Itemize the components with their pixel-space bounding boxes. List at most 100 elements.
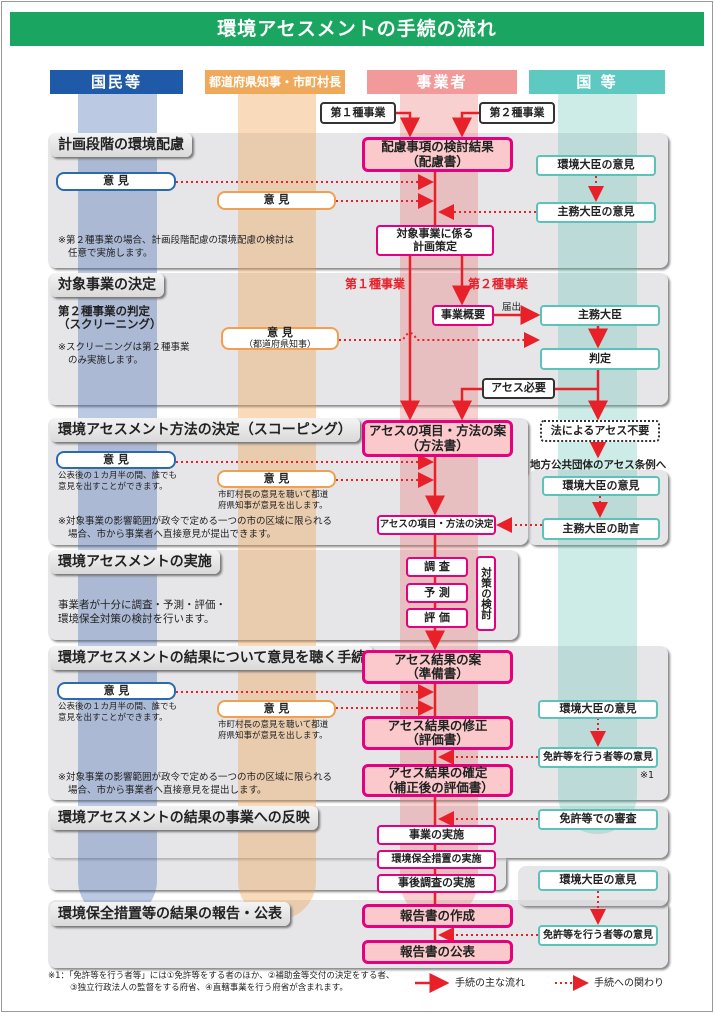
licensor-opinion-box: 免許等を行う者等の意見: [538, 747, 658, 768]
column-business: 事業者: [367, 70, 517, 94]
note-line: 場合、市から事業者へ直接意見が提出できます。: [68, 528, 277, 540]
note-line: （スクリーニング）: [58, 316, 162, 331]
judgement-box: 判定: [540, 348, 660, 370]
screening-note: ※スクリーニングは第２種事業のみ実施します。: [58, 342, 189, 368]
section-panel-5: [48, 646, 668, 800]
footnote: ※1：「免許等を行う者等」には①免許等をする者のほか、②補助金等交付の決定をする…: [48, 971, 394, 995]
box-sublabel: （方法書）: [406, 437, 469, 453]
box-label: アセス結果の確定: [387, 765, 488, 781]
note-line: 意見を出すことができます。: [58, 713, 168, 724]
note-line: 場合、市から事業者へ直接意見を提出します。: [68, 784, 267, 796]
assessment-required-box: アセス必要: [482, 378, 555, 399]
prefecture-note: 市町村長の意見を聴いて都道府県知事が意見を出します。: [218, 720, 328, 743]
consideration-document-box: 配慮事項の検討結果（配慮書）: [362, 137, 513, 172]
note-line: 公表後の１カ月半の間、誰でも: [58, 471, 178, 481]
section-header-1: 計画段階の環境配慮: [50, 133, 192, 157]
legend-related: 手続への関わり: [594, 978, 664, 989]
box-label: アセス結果の修正: [387, 717, 488, 733]
section-header-5: 環境アセスメントの結果について意見を聴く手続: [50, 646, 374, 670]
type1-project-box: 第１種事業: [320, 102, 396, 124]
arrow-type1: [396, 111, 420, 138]
box-label: 意 見: [267, 326, 293, 340]
note-line: ※1：「免許等を行う者等」には①免許等をする者のほか、②補助金等交付の決定をする…: [48, 971, 395, 981]
section-header-2: 対象事業の決定: [50, 273, 164, 297]
report-publication-box: 報告書の公表: [362, 940, 513, 964]
section5-note: ※対象事業の影響範囲が政令で定める一つの市の区域に限られる場合、市から事業者へ直…: [58, 772, 332, 798]
followup-survey-box: 事後調査の実施: [377, 874, 496, 893]
governor-opinion-box: 意 見（都道府県知事）: [221, 326, 339, 350]
box-sublabel: （配慮書）: [406, 153, 469, 169]
amended-eis-box: アセス結果の確定（補正後の評価書）: [362, 764, 513, 797]
note-line: ※第２種事業の場合、計画段階配慮の環境配慮の検討は: [58, 235, 294, 246]
draft-eis-box: アセス結果の案（準備書）: [362, 650, 513, 684]
env-minister-opinion-box: 環境大臣の意見: [542, 476, 660, 496]
env-minister-opinion-box: 環境大臣の意見: [538, 700, 658, 719]
prefecture-opinion-box: 意 見: [217, 700, 336, 718]
box-label: 配慮事項の検討結果: [381, 139, 494, 155]
license-review-box: 免許等での審査: [538, 809, 658, 830]
local-ordinance-label: 地方公共団体のアセス条例へ: [530, 459, 667, 471]
column-national: 国 等: [529, 70, 665, 94]
public-note: 公表後の１カ月半の間、誰でも意見を出すことができます。: [58, 471, 177, 494]
section-header-4: 環境アセスメントの実施: [50, 550, 220, 574]
plan-formulation-box: 対象事業に係る計画策定: [376, 225, 494, 256]
section1-note: ※第２種事業の場合、計画段階配慮の環境配慮の検討は任意で実施します。: [58, 235, 294, 261]
type2-project-box: 第２種事業: [479, 102, 555, 124]
conservation-measures-box: 環境保全措置の実施: [377, 850, 496, 869]
note-line: 事業者が十分に調査・予測・評価・: [58, 599, 226, 611]
note-line: 府県知事が意見を出します。: [218, 501, 328, 512]
public-opinion-box: 意 見: [57, 682, 176, 700]
env-minister-opinion-box: 環境大臣の意見: [538, 870, 658, 891]
legend-main-flow: 手続の主な流れ: [455, 978, 525, 989]
box-sublabel: （都道府県知事）: [243, 339, 316, 350]
note-line: 第２種事業の判定: [58, 304, 150, 318]
measures-box: 対策の検討: [476, 556, 496, 631]
note-line: 意見を出すことができます。: [58, 482, 168, 493]
competent-minister-opinion-box: 主務大臣の意見: [536, 202, 656, 223]
box-sublabel: （補正後の評価書）: [381, 779, 494, 795]
env-minister-opinion-box: 環境大臣の意見: [536, 155, 656, 176]
column-citizens: 国民等: [50, 70, 183, 94]
note-line: ※対象事業の影響範囲が政令で定める一つの市の区域に限られる: [58, 516, 332, 527]
type1-label: 第１種事業: [345, 277, 406, 291]
assessment-not-required-box: 法によるアセス不要: [540, 420, 660, 442]
type2-label: 第２種事業: [468, 277, 529, 291]
stripe-citizens: [78, 94, 157, 920]
note-line: 公表後の１カ月半の間、誰でも: [58, 702, 178, 712]
competent-minister-advice-box: 主務大臣の助言: [542, 518, 660, 540]
prefecture-opinion-box: 意 見: [217, 191, 336, 210]
prefecture-note: 市町村長の意見を聴いて都道府県知事が意見を出します。: [218, 490, 328, 513]
stripe-prefecture: [238, 94, 316, 920]
note-line: ③独立行政法人の監督をする府省、④直轄事業を行う府省が含まれます。: [70, 982, 348, 993]
competent-minister-box: 主務大臣: [540, 305, 660, 326]
section-header-3: 環境アセスメント方法の決定（スコーピング）: [50, 418, 360, 442]
note-line: 市町村長の意見を聴いて都道: [218, 490, 329, 500]
scoping-decision-box: アセスの項目・方法の決定: [377, 515, 496, 535]
report-creation-box: 報告書の作成: [362, 904, 513, 928]
prefecture-opinion-box: 意 見: [217, 470, 336, 488]
note-line: ※対象事業の影響範囲が政令で定める一つの市の区域に限られる: [58, 772, 332, 783]
section-header-7: 環境保全措置等の結果の報告・公表: [50, 902, 290, 926]
survey-box: 調 査: [406, 557, 468, 577]
footnote-ref: ※1: [640, 770, 655, 781]
box-sublabel: （準備書）: [406, 666, 469, 681]
project-outline-box: 事業概要: [432, 305, 494, 326]
box-label: アセス結果の案: [393, 651, 482, 667]
column-prefecture: 都道府県知事・市町村長: [205, 70, 345, 94]
section-header-6: 環境アセスメントの結果の事業への反映: [50, 806, 318, 830]
box-label: アセスの項目・方法の案: [368, 423, 507, 439]
scoping-document-box: アセスの項目・方法の案（方法書）: [362, 420, 513, 457]
screening-title: 第２種事業の判定（スクリーニング）: [58, 305, 162, 330]
section4-note: 事業者が十分に調査・予測・評価・環境保全対策の検討を行います。: [58, 598, 226, 626]
note-line: 府県知事が意見を出します。: [218, 731, 328, 742]
notify-label: 届出: [502, 302, 522, 313]
public-note: 公表後の１カ月半の間、誰でも意見を出すことができます。: [58, 702, 177, 725]
project-implementation-box: 事業の実施: [377, 825, 496, 845]
public-opinion-box: 意 見: [56, 172, 176, 191]
public-opinion-box: 意 見: [56, 451, 176, 469]
section3-note: ※対象事業の影響範囲が政令で定める一つの市の区域に限られる場合、市から事業者へ直…: [58, 516, 332, 542]
note-line: のみ実施します。: [68, 354, 144, 366]
prediction-box: 予 測: [406, 583, 468, 603]
note-line: 任意で実施します。: [68, 247, 153, 259]
